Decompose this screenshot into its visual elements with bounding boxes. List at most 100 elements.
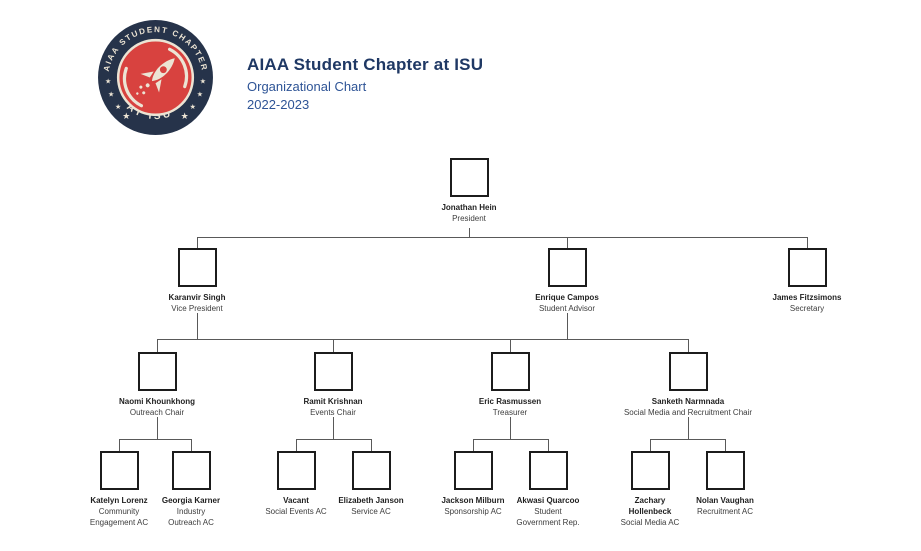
- member-name: Elizabeth Janson: [338, 496, 404, 505]
- connector-line: [807, 237, 808, 248]
- star-icon: ★: [122, 111, 130, 121]
- connector-line: [469, 228, 470, 237]
- org-node-student-advisor: Enrique Campos Student Advisor: [507, 248, 627, 314]
- member-role: Events Chair: [310, 408, 356, 417]
- member-photo-box: [171, 451, 211, 490]
- star-icon: ★: [115, 103, 121, 111]
- org-node-service-ac: Elizabeth Janson Service AC: [311, 451, 431, 517]
- member-role: Sponsorship AC: [444, 507, 502, 516]
- member-role: Vice President: [171, 304, 223, 313]
- connector-line: [157, 339, 688, 340]
- connector-line: [157, 417, 158, 439]
- member-role: Industry Outreach AC: [168, 507, 214, 527]
- connector-line: [510, 339, 511, 352]
- member-name: Jackson Milburn: [441, 496, 505, 505]
- member-name: Jonathan Hein: [441, 203, 497, 212]
- member-name: James Fitzsimons: [772, 293, 842, 302]
- connector-line: [333, 417, 334, 439]
- member-photo-box: [449, 158, 489, 197]
- member-photo-box: [547, 248, 587, 287]
- org-node-sponsorship-ac: Jackson Milburn Sponsorship AC: [413, 451, 533, 517]
- member-photo-box: [351, 451, 391, 490]
- star-icon: ★: [108, 91, 114, 99]
- connector-line: [119, 439, 120, 451]
- member-name: Ramit Krishnan: [303, 397, 363, 406]
- member-role: President: [452, 214, 486, 223]
- connector-line: [119, 439, 191, 440]
- star-icon: ★: [190, 103, 196, 111]
- org-node-recruitment-ac: Nolan Vaughan Recruitment AC: [665, 451, 785, 517]
- member-role: Secretary: [789, 304, 825, 313]
- org-node-events-chair: Ramit Krishnan Events Chair: [273, 352, 393, 418]
- member-role: Treasurer: [492, 408, 528, 417]
- member-name: Georgia Karner: [161, 496, 221, 505]
- member-photo-box: [453, 451, 493, 490]
- connector-line: [197, 313, 198, 339]
- chapter-logo: AIAA STUDENT CHAPTER AT ISU™ ★ ★ ★ ★ ★ ★…: [98, 20, 213, 135]
- member-role: Recruitment AC: [696, 507, 754, 516]
- member-name: Sanketh Narmnada: [651, 397, 725, 406]
- member-photo-box: [99, 451, 139, 490]
- org-node-social-events-ac: Vacant Social Events AC: [236, 451, 356, 517]
- org-node-community-engagement-ac: Katelyn Lorenz Community Engagement AC: [59, 451, 179, 528]
- member-photo-box: [490, 352, 530, 391]
- connector-line: [725, 439, 726, 451]
- member-name: Nolan Vaughan: [696, 496, 754, 505]
- org-node-student-government-rep: Akwasi Quarcoo Student Government Rep.: [488, 451, 608, 528]
- member-name: Enrique Campos: [535, 293, 599, 302]
- star-icon: ★: [181, 111, 189, 121]
- rocket-icon: [136, 58, 175, 95]
- connector-line: [296, 439, 371, 440]
- page-year: 2022-2023: [247, 97, 310, 112]
- star-icon: ★: [200, 78, 206, 86]
- connector-line: [567, 313, 568, 339]
- page-title: AIAA Student Chapter at ISU: [247, 55, 484, 74]
- org-node-secretary: James Fitzsimons Secretary: [747, 248, 867, 314]
- member-photo-box: [276, 451, 316, 490]
- connector-line: [197, 237, 807, 238]
- member-name: Eric Rasmussen: [478, 397, 542, 406]
- member-name: Naomi Khounkhong: [119, 397, 195, 406]
- logo-stars: ★ ★ ★ ★ ★ ★ ★ ★: [105, 78, 206, 121]
- star-icon: ★: [197, 91, 203, 99]
- org-node-social-media-ac: Zachary Hollenbeck Social Media AC: [590, 451, 710, 528]
- connector-line: [688, 339, 689, 352]
- org-node-outreach-chair: Naomi Khounkhong Outreach Chair: [97, 352, 217, 418]
- connector-line: [197, 237, 198, 248]
- member-name: Akwasi Quarcoo: [516, 496, 580, 505]
- connector-line: [296, 439, 297, 451]
- member-name: Karanvir Singh: [168, 293, 226, 302]
- member-name: Katelyn Lorenz: [90, 496, 148, 505]
- member-role: Student Government Rep.: [516, 507, 580, 527]
- org-node-social-media-recruitment-chair: Sanketh Narmnada Social Media and Recrui…: [583, 352, 793, 418]
- member-photo-box: [528, 451, 568, 490]
- connector-line: [650, 439, 725, 440]
- member-photo-box: [177, 248, 217, 287]
- connector-line: [191, 439, 192, 451]
- org-node-president: Jonathan Hein President: [409, 158, 529, 224]
- member-role: Community Engagement AC: [89, 507, 149, 527]
- member-role: Student Advisor: [538, 304, 596, 313]
- connector-line: [567, 237, 568, 248]
- connector-line: [473, 439, 474, 451]
- connector-line: [371, 439, 372, 451]
- connector-line: [688, 417, 689, 439]
- member-photo-box: [705, 451, 745, 490]
- connector-line: [650, 439, 651, 451]
- member-photo-box: [313, 352, 353, 391]
- member-name: Vacant: [283, 496, 309, 505]
- org-node-treasurer: Eric Rasmussen Treasurer: [450, 352, 570, 418]
- member-role: Service AC: [351, 507, 391, 516]
- org-node-industry-outreach-ac: Georgia Karner Industry Outreach AC: [131, 451, 251, 528]
- connector-line: [548, 439, 549, 451]
- member-photo-box: [787, 248, 827, 287]
- member-role: Outreach Chair: [129, 408, 185, 417]
- member-photo-box: [668, 352, 708, 391]
- connector-line: [333, 339, 334, 352]
- connector-line: [473, 439, 548, 440]
- connector-line: [510, 417, 511, 439]
- member-role: Social Media and Recruitment Chair: [623, 408, 753, 417]
- member-photo-box: [137, 352, 177, 391]
- member-name: Zachary Hollenbeck: [628, 496, 672, 516]
